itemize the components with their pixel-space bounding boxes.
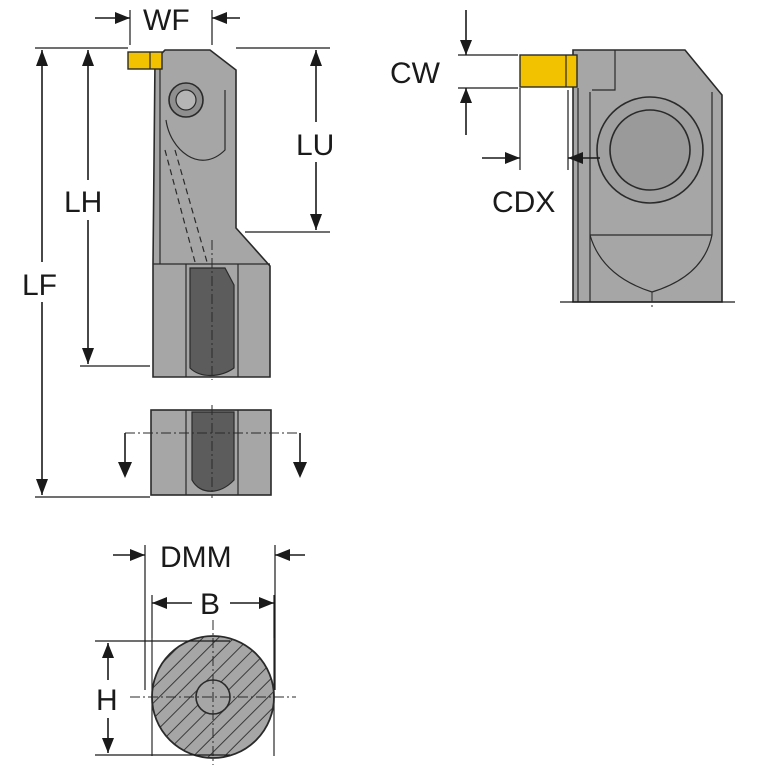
dim-label-wf: WF bbox=[143, 4, 190, 37]
section-view-dimensions: DMM B H bbox=[95, 541, 305, 756]
front-view-dimensions: CW CDX bbox=[390, 10, 600, 219]
dim-label-cdx: CDX bbox=[492, 186, 555, 219]
dim-label-b: B bbox=[200, 588, 220, 621]
shank-core-lower bbox=[191, 411, 235, 492]
front-view bbox=[519, 49, 735, 310]
cutting-insert-side bbox=[127, 51, 163, 70]
side-view-dimensions: WF LU LH LF bbox=[20, 4, 341, 498]
dim-label-dmm: DMM bbox=[160, 541, 232, 574]
holder-head bbox=[152, 49, 271, 378]
cutting-insert-front bbox=[519, 54, 578, 88]
dim-label-lh: LH bbox=[64, 186, 102, 219]
side-view bbox=[118, 49, 307, 498]
dim-label-lu: LU bbox=[296, 129, 334, 162]
section-view bbox=[130, 620, 296, 765]
dim-label-h: H bbox=[96, 684, 118, 717]
dim-label-lf: LF bbox=[22, 269, 57, 302]
dim-label-cw: CW bbox=[390, 57, 441, 90]
